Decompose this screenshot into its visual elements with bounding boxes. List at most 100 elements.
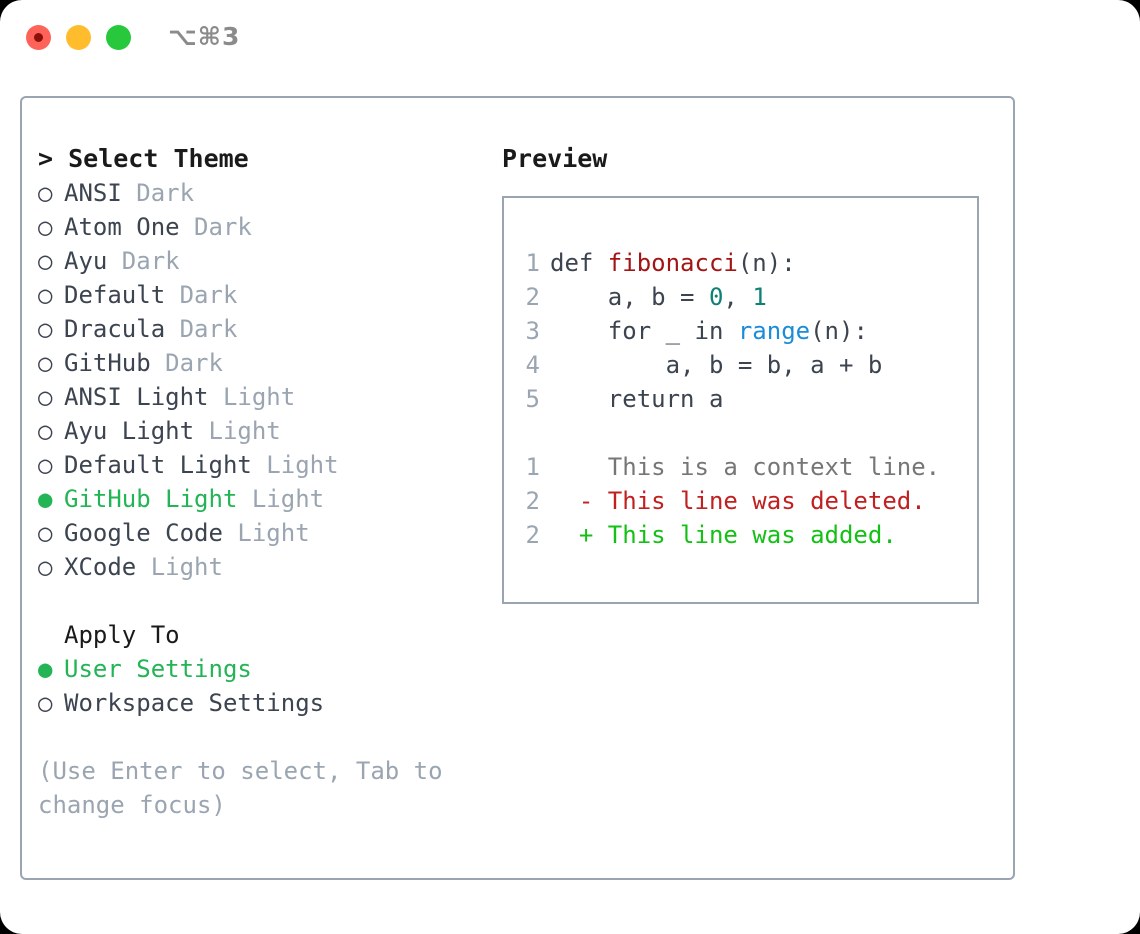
code-token-num: 0 bbox=[708, 283, 724, 311]
theme-option-tag: Dark bbox=[194, 213, 252, 241]
theme-option-label: GitHub Light bbox=[64, 485, 252, 513]
close-window-button[interactable] bbox=[26, 25, 51, 50]
theme-option-xcode[interactable]: ○XCode Light bbox=[38, 550, 478, 584]
theme-option-atom-one[interactable]: ○ Atom One Dark bbox=[38, 210, 478, 244]
theme-option-tag: Light bbox=[237, 519, 310, 547]
theme-option-default-light[interactable]: ○Default Light Light bbox=[38, 448, 478, 482]
theme-option-label: Dracula bbox=[64, 315, 180, 343]
line-number: 3 bbox=[525, 317, 540, 345]
theme-option-label: Google Code bbox=[64, 519, 238, 547]
code-line-content: a, b = b, a + b bbox=[550, 348, 883, 382]
code-line: 5 return a bbox=[504, 382, 977, 416]
line-number: 1 bbox=[525, 249, 540, 277]
theme-option-github-light[interactable]: ● GitHub Light Light bbox=[38, 482, 478, 516]
code-token-plain: return a bbox=[550, 385, 724, 413]
theme-option-tag: Light bbox=[208, 417, 281, 445]
diff-line-content: - This line was deleted. bbox=[550, 487, 926, 515]
keyboard-shortcut-label: ⌥⌘3 bbox=[168, 22, 241, 51]
theme-option-list[interactable]: ○ANSI Dark○Atom One Dark○Ayu Dark○Defaul… bbox=[38, 176, 478, 584]
theme-option-label: Default bbox=[64, 281, 180, 309]
keyboard-hint-text: (Use Enter to select, Tab to change focu… bbox=[38, 757, 458, 819]
theme-option-tag: Dark bbox=[179, 315, 238, 343]
code-diff-gap bbox=[504, 416, 977, 450]
theme-option-ayu-light[interactable]: ○ Ayu Light Light bbox=[38, 414, 478, 448]
theme-option-label: Ayu bbox=[64, 247, 122, 275]
theme-option-tag: Light bbox=[251, 485, 325, 513]
code-token-plain: (n): bbox=[737, 249, 796, 277]
radio-unselected-icon: ○ bbox=[38, 315, 53, 343]
line-number: 4 bbox=[525, 351, 540, 379]
line-number: 2 bbox=[525, 487, 540, 515]
code-token-plain: a, b = bbox=[550, 283, 709, 311]
radio-unselected-icon: ○ bbox=[38, 383, 53, 411]
code-line: 4 a, b = b, a + b bbox=[504, 348, 977, 382]
code-line: 2 a, b = 0, 1 bbox=[504, 280, 977, 314]
code-token-plain: , bbox=[723, 283, 753, 311]
theme-option-tag: Dark bbox=[136, 179, 195, 207]
theme-option-tag: Dark bbox=[121, 247, 180, 275]
code-token-num: 1 bbox=[752, 283, 767, 311]
diff-line-del: 2 - This line was deleted. bbox=[504, 484, 977, 518]
apply-to-option-workspace-settings[interactable]: ○ Workspace Settings bbox=[38, 686, 478, 720]
code-line-content: return a bbox=[550, 382, 724, 416]
code-token-plain: (n): bbox=[810, 317, 868, 345]
code-line-content: for _ in range(n): bbox=[550, 314, 868, 348]
theme-option-default[interactable]: ○Default Dark bbox=[38, 278, 478, 312]
code-token-plain: a, b = b, a + b bbox=[550, 351, 883, 379]
theme-option-tag: Light bbox=[222, 383, 296, 411]
code-line-content: a, b = 0, 1 bbox=[550, 280, 767, 314]
radio-unselected-icon: ○ bbox=[38, 179, 53, 207]
radio-selected-icon: ● bbox=[38, 485, 53, 513]
radio-unselected-icon: ○ bbox=[38, 349, 53, 377]
code-line-content: def fibonacci(n): bbox=[550, 246, 796, 280]
radio-unselected-icon: ○ bbox=[38, 281, 53, 309]
zoom-window-button[interactable] bbox=[106, 25, 131, 50]
select-theme-heading: > Select Theme bbox=[38, 144, 249, 173]
line-number: 2 bbox=[525, 283, 540, 311]
code-token-fn: fibonacci bbox=[607, 249, 738, 277]
theme-option-tag: Dark bbox=[165, 349, 223, 377]
theme-option-label: GitHub bbox=[64, 349, 166, 377]
apply-to-option-label: Workspace Settings bbox=[64, 689, 325, 717]
line-number: 2 bbox=[525, 521, 540, 549]
theme-option-label: XCode bbox=[64, 553, 151, 581]
code-line: 1 def fibonacci(n): bbox=[504, 246, 977, 280]
radio-unselected-icon: ○ bbox=[38, 247, 53, 275]
apply-to-option-user-settings[interactable]: ● User Settings bbox=[38, 652, 478, 686]
theme-option-github[interactable]: ○ GitHub Dark bbox=[38, 346, 478, 380]
theme-option-ansi[interactable]: ○ ANSI Dark bbox=[38, 176, 478, 210]
diff-line-add: 2 + This line was added. bbox=[504, 518, 977, 552]
diff-line-content: + This line was added. bbox=[550, 521, 897, 549]
theme-option-label: Atom One bbox=[64, 213, 195, 241]
code-token-plain: for _ in bbox=[550, 317, 738, 345]
apply-to-option-label: User Settings bbox=[64, 655, 252, 683]
radio-unselected-icon: ○ bbox=[38, 451, 53, 479]
line-number: 5 bbox=[525, 385, 540, 413]
radio-selected-icon: ● bbox=[38, 655, 53, 683]
theme-option-label: ANSI bbox=[64, 179, 137, 207]
radio-unselected-icon: ○ bbox=[38, 417, 53, 445]
theme-option-google-code[interactable]: ○ Google Code Light bbox=[38, 516, 478, 550]
radio-unselected-icon: ○ bbox=[38, 519, 53, 547]
diff-line-ctx: 1 This is a context line. bbox=[504, 450, 977, 484]
code-token-plain: def bbox=[550, 249, 608, 277]
diff-sample: 1 This is a context line.2 - This line w… bbox=[504, 450, 977, 552]
content-panel: > Select Theme ○ANSI Dark○Atom One Dark○… bbox=[20, 96, 1015, 880]
apply-to-heading: Apply To bbox=[64, 621, 180, 649]
apply-to-option-list[interactable]: ● User Settings ○ Workspace Settings bbox=[38, 652, 478, 720]
theme-option-tag: Light bbox=[150, 553, 223, 581]
theme-option-ansi-light[interactable]: ○ANSI Light Light bbox=[38, 380, 478, 414]
radio-unselected-icon: ○ bbox=[38, 689, 53, 717]
radio-unselected-icon: ○ bbox=[38, 213, 53, 241]
minimize-window-button[interactable] bbox=[66, 25, 91, 50]
theme-option-label: Ayu Light bbox=[64, 417, 209, 445]
title-bar: ⌥⌘3 bbox=[0, 0, 1140, 78]
theme-option-dracula[interactable]: ○ Dracula Dark bbox=[38, 312, 478, 346]
theme-option-ayu[interactable]: ○ Ayu Dark bbox=[38, 244, 478, 278]
theme-option-tag: Light bbox=[266, 451, 339, 479]
code-line: 3 for _ in range(n): bbox=[504, 314, 977, 348]
